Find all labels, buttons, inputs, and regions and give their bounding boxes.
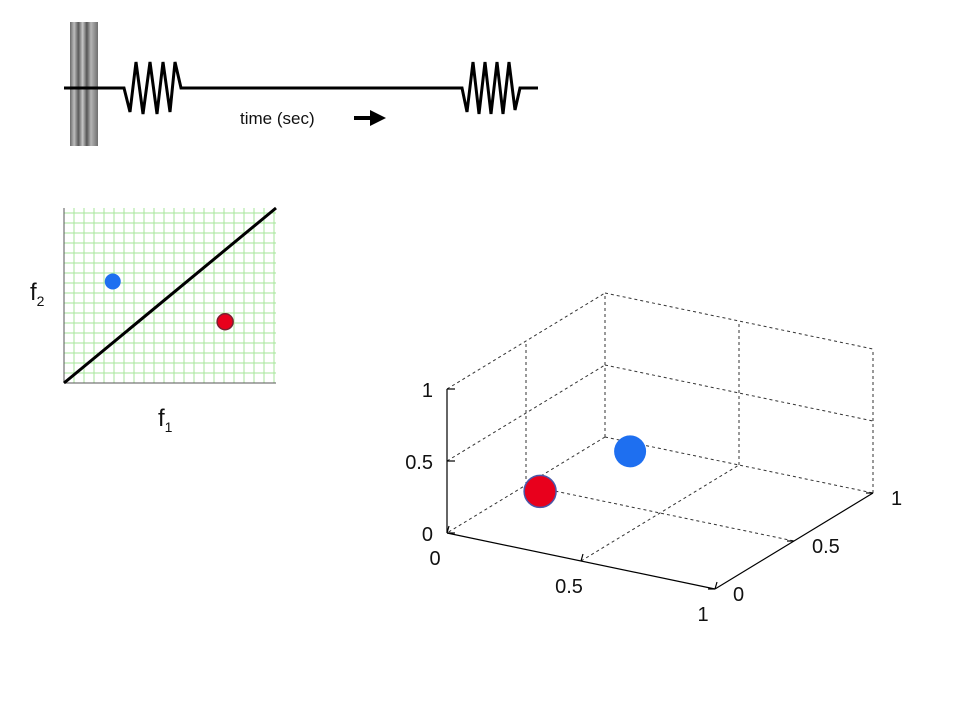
feature-plot: f2 f1: [30, 206, 277, 435]
box-edge: [604, 292, 874, 350]
grid-line: [604, 364, 874, 422]
x-tick-label: 0.5: [555, 576, 583, 598]
x-tick-label: 1: [697, 604, 708, 626]
x-tick: [446, 525, 450, 534]
decision-boundary: [63, 206, 277, 385]
y-axis-subscript: 2: [37, 293, 45, 309]
grid-line: [525, 484, 795, 542]
x-tick: [714, 581, 718, 590]
x-tick-label: 0: [429, 548, 440, 570]
tick-labels-3d: 0 0.5 1 0 0.5 1 0 0.5 1: [405, 380, 902, 626]
timeline-label: time (sec): [240, 109, 315, 128]
scatter-3d-plot: 0 0.5 1 0 0.5 1 0 0.5 1: [405, 292, 902, 626]
x-axis-label: f1: [158, 405, 173, 435]
points-3d: [523, 435, 647, 509]
feature-grid: [63, 208, 276, 384]
y-axis-label: f2: [30, 279, 45, 309]
zigzag-pulse-icon: [64, 61, 538, 115]
axes-3d: [446, 388, 874, 590]
feature-points: [104, 273, 234, 331]
scatter-point: [614, 435, 647, 468]
grid-3d: [446, 292, 874, 562]
z-tick-label: 1: [422, 380, 433, 402]
z-tick-label: 0.5: [405, 452, 433, 474]
y-tick-label: 1: [891, 488, 902, 510]
striped-bar-icon: [70, 22, 98, 146]
y-tick-label: 0: [733, 584, 744, 606]
x-axis-subscript: 1: [165, 419, 173, 435]
grid-line: [580, 464, 740, 562]
y-tick-label: 0.5: [812, 536, 840, 558]
x-tick: [580, 553, 584, 562]
feature-point: [216, 313, 234, 331]
grid-line: [446, 364, 606, 462]
box-edge: [604, 436, 874, 494]
timeline: time (sec): [64, 22, 538, 146]
right-arrow-icon: [354, 110, 386, 126]
feature-point: [104, 273, 121, 290]
scatter-point: [523, 474, 557, 509]
z-tick-label: 0: [422, 524, 433, 546]
box-edge: [446, 292, 606, 390]
